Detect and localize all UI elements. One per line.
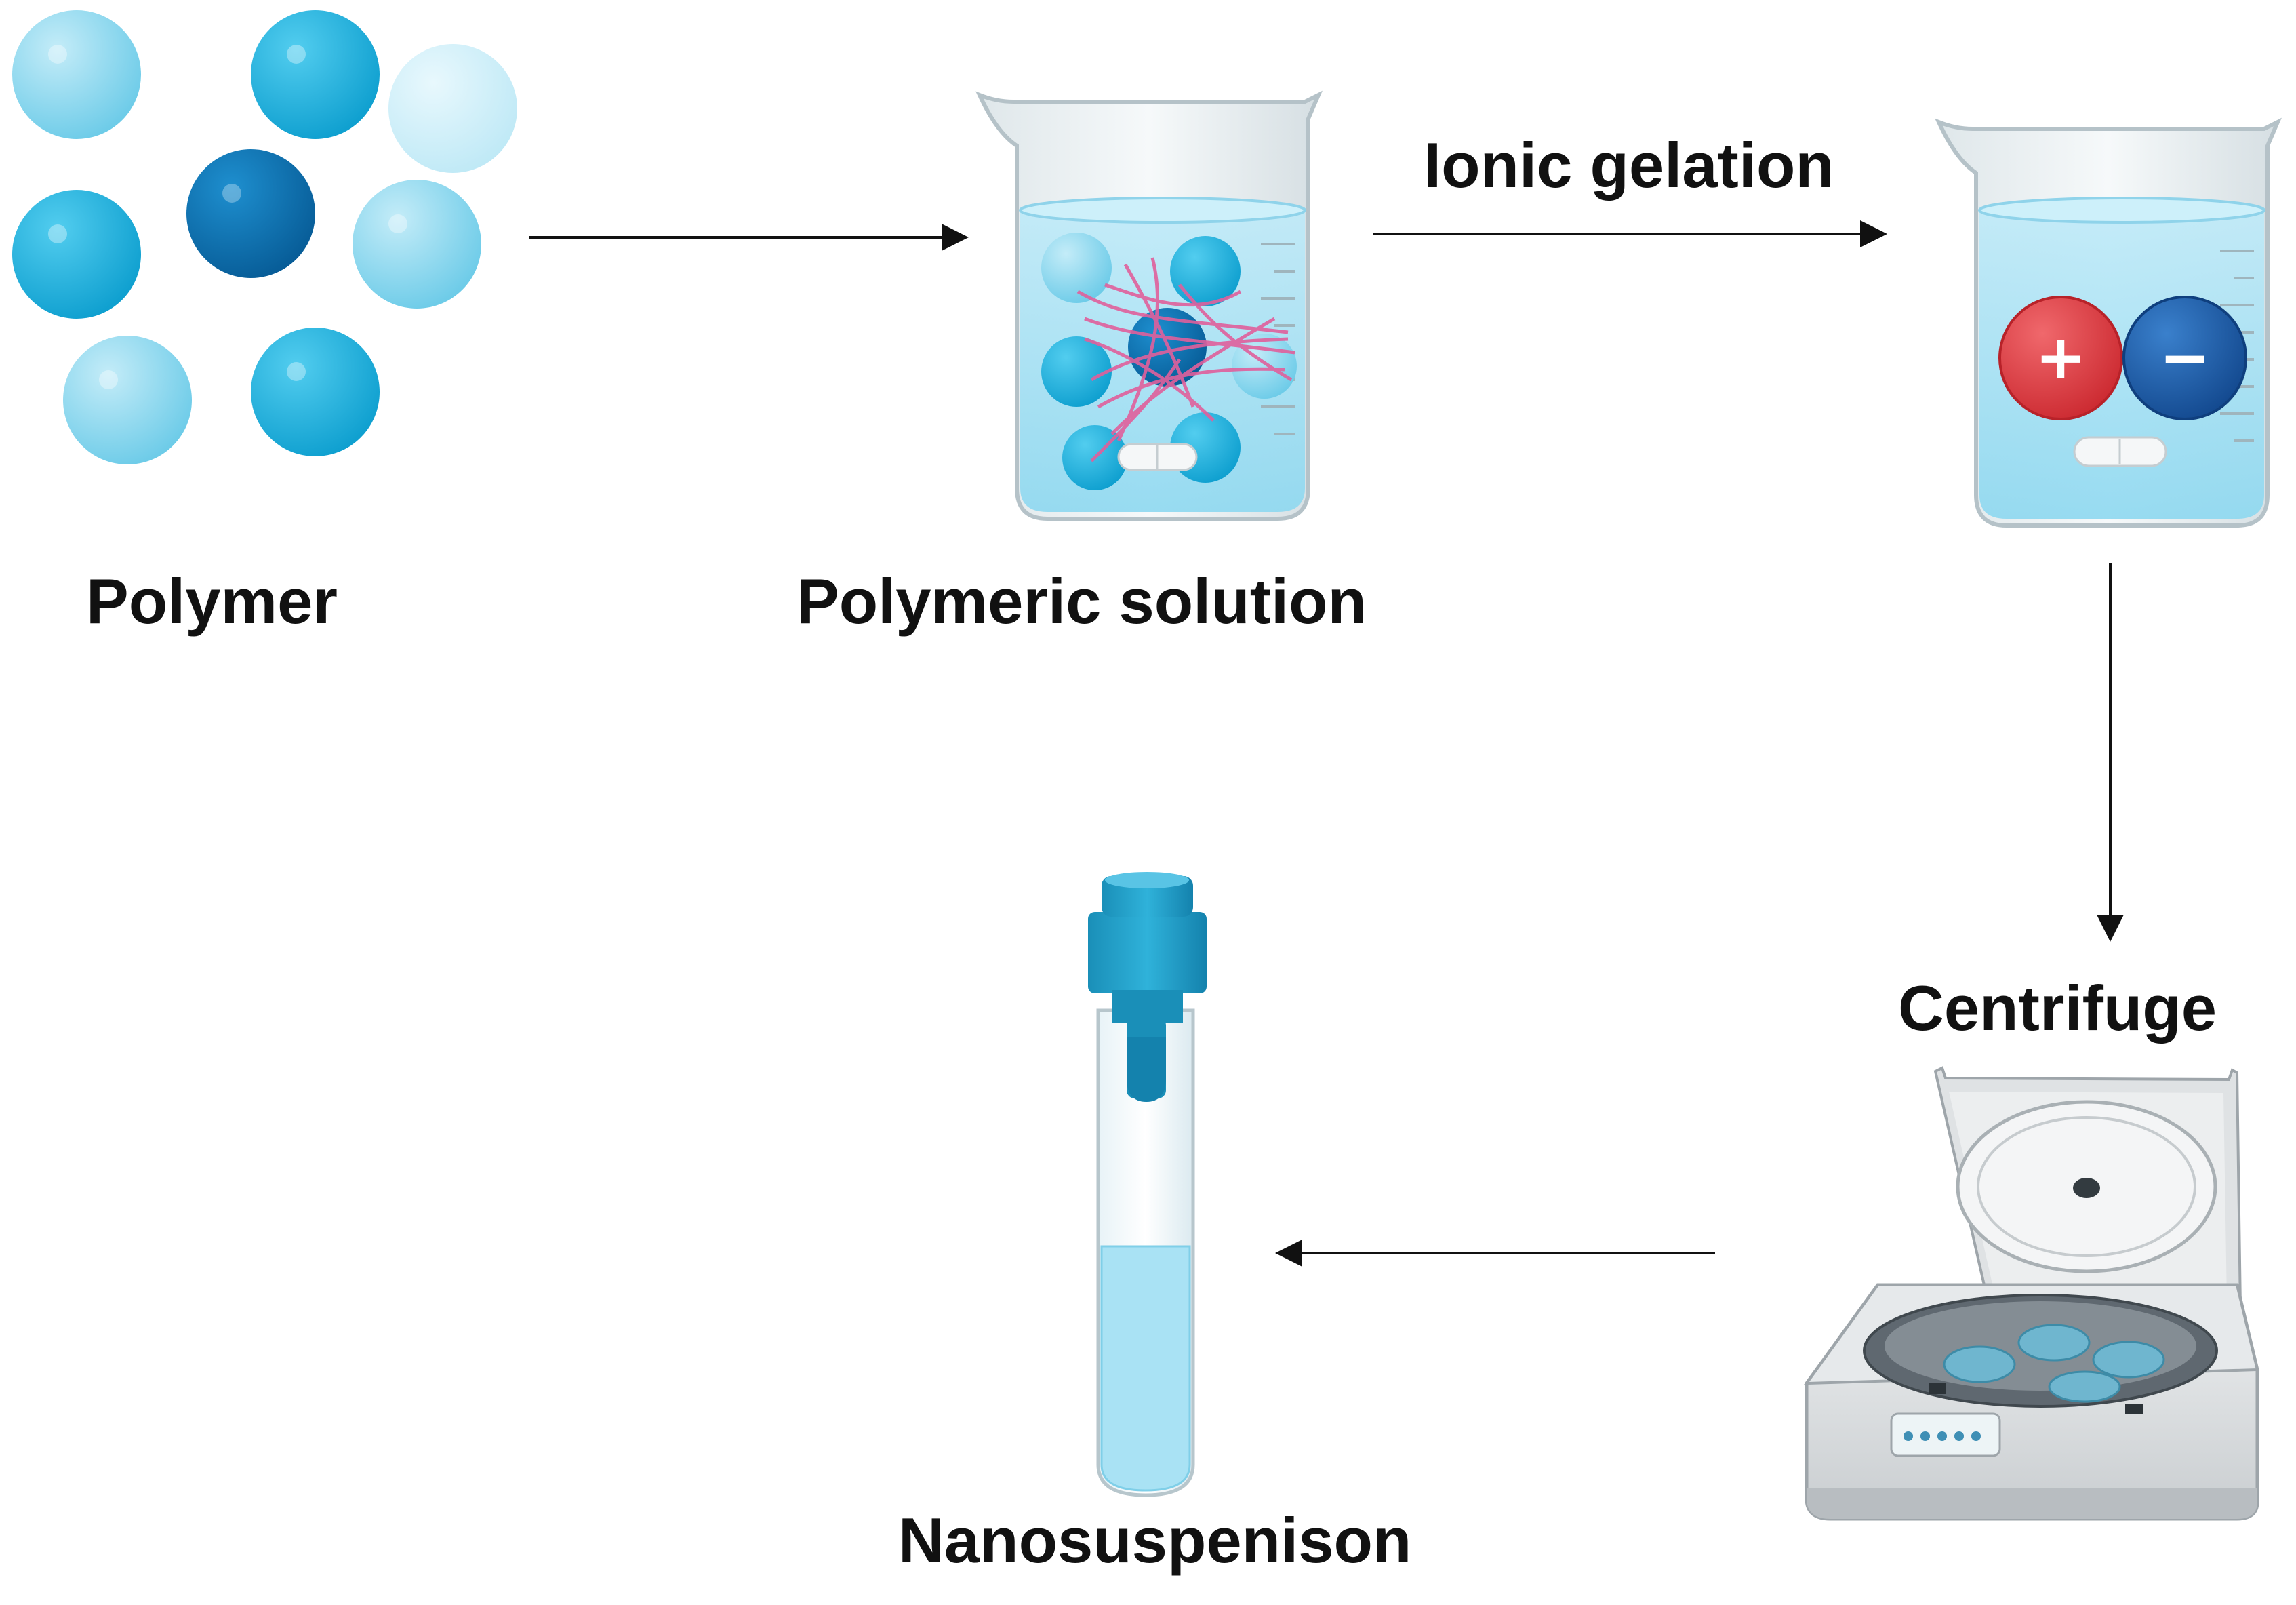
- beaker-ionic-gelation: + −: [1935, 117, 2282, 528]
- positive-ion: +: [1998, 296, 2123, 420]
- polymer-sphere: [12, 190, 141, 319]
- polymer-spheres-group: [12, 10, 517, 464]
- centrifuge-machine: [1803, 1066, 2259, 1521]
- test-tube-nanosuspension: [1088, 872, 1207, 1497]
- polymer-sphere: [186, 149, 315, 278]
- tube-cap: [1088, 872, 1207, 1102]
- polymer-sphere: [12, 10, 141, 139]
- label-polymeric-solution: Polymeric solution: [797, 566, 1367, 637]
- label-centrifuge: Centrifuge: [1898, 972, 2217, 1044]
- stir-bar: [1117, 443, 1198, 471]
- polymer-sphere: [251, 328, 380, 456]
- polymer-sphere: [251, 10, 380, 139]
- negative-ion: −: [2122, 296, 2247, 420]
- label-nanosuspension: Nanosuspenison: [898, 1505, 1412, 1576]
- polymer-sphere: [353, 180, 481, 309]
- tube-liquid: [1100, 1245, 1191, 1492]
- polymer-sphere: [388, 44, 517, 173]
- svg-text:+: +: [2035, 322, 2086, 393]
- stir-bar: [2073, 436, 2167, 467]
- polymer-fibers: [1076, 257, 1295, 462]
- svg-text:−: −: [2159, 322, 2210, 393]
- rotor-buckets: [1943, 1324, 2165, 1403]
- polymer-sphere: [63, 336, 192, 464]
- label-polymer: Polymer: [86, 566, 338, 637]
- beaker-polymeric-solution: [975, 90, 1323, 521]
- label-ionic-gelation: Ionic gelation: [1424, 130, 1834, 201]
